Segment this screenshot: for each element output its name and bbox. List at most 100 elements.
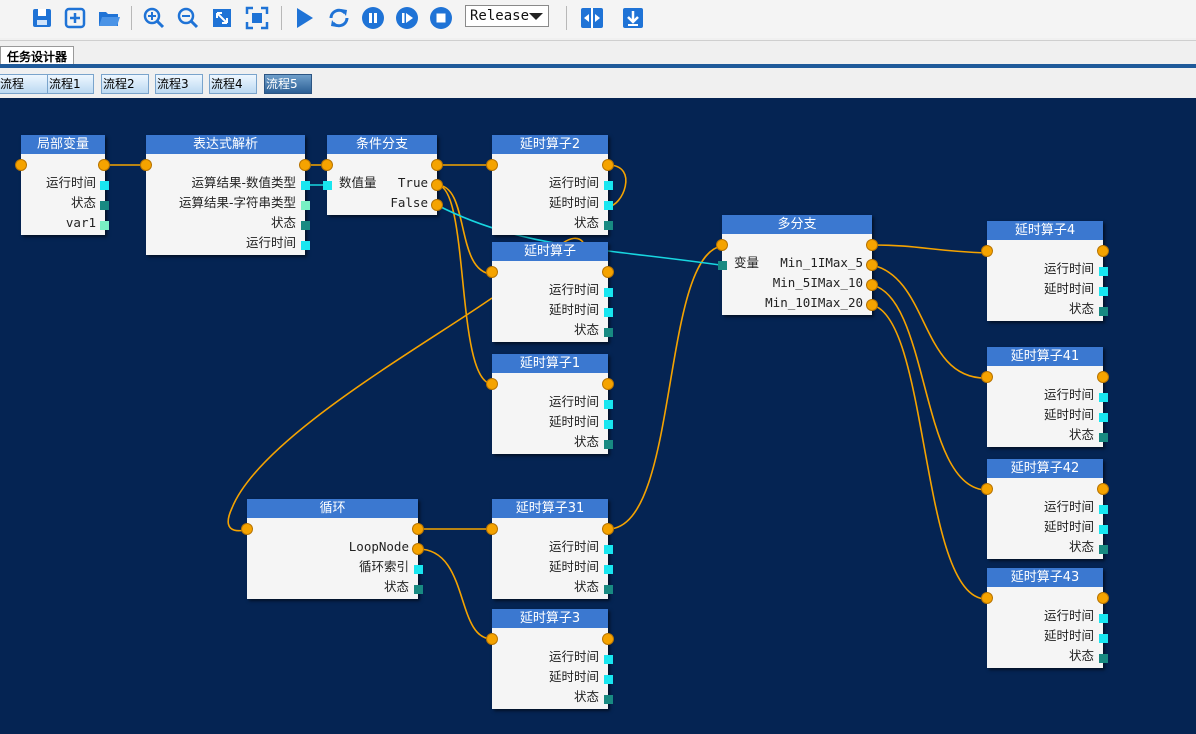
data-port[interactable] [301,201,310,210]
data-port[interactable] [100,221,109,230]
refresh-icon[interactable] [326,5,352,31]
data-port[interactable] [1099,545,1108,554]
data-port[interactable] [323,181,332,190]
tab-flow-4[interactable]: 流程4 [209,74,257,94]
connector-port[interactable] [867,240,877,250]
connector-port[interactable] [717,240,727,250]
connector-port[interactable] [16,160,26,170]
data-port[interactable] [1099,307,1108,316]
data-port[interactable] [604,565,613,574]
tab-task-designer[interactable]: 任务设计器 [0,46,75,67]
mode-select[interactable]: Release [465,5,549,27]
connector-port[interactable] [982,246,992,256]
connector-port[interactable] [487,524,497,534]
connector-port[interactable] [432,180,442,190]
tab-flow-1[interactable]: 流程1 [47,74,94,94]
node-delay-43[interactable]: 延时算子43 运行时间 延时时间 状态 [987,568,1103,668]
save-icon[interactable] [29,5,55,31]
pause-icon[interactable] [360,5,386,31]
connector-port[interactable] [603,524,613,534]
connector-port[interactable] [432,200,442,210]
add-icon[interactable] [62,5,88,31]
connector-port[interactable] [413,544,423,554]
node-delay[interactable]: 延时算子 运行时间 延时时间 状态 [492,242,608,342]
fit-icon[interactable] [209,5,235,31]
connector-port[interactable] [982,484,992,494]
stop-icon[interactable] [428,5,454,31]
data-port[interactable] [604,201,613,210]
connector-port[interactable] [322,160,332,170]
connector-port[interactable] [141,160,151,170]
node-delay-2[interactable]: 延时算子2 运行时间 延时时间 状态 [492,135,608,235]
tab-flow[interactable]: 流程 [0,74,50,94]
data-port[interactable] [604,288,613,297]
flow-canvas[interactable]: 局部变量 运行时间 状态 var1 表达式解析 运算结果-数值类型 运算结果-字… [0,98,1196,734]
data-port[interactable] [1099,614,1108,623]
download-icon[interactable] [620,5,646,31]
tab-flow-2[interactable]: 流程2 [101,74,149,94]
data-port[interactable] [604,221,613,230]
node-delay-31[interactable]: 延时算子31 运行时间 延时时间 状态 [492,499,608,599]
connector-port[interactable] [867,280,877,290]
connector-port[interactable] [487,267,497,277]
data-port[interactable] [604,695,613,704]
node-delay-42[interactable]: 延时算子42 运行时间 延时时间 状态 [987,459,1103,559]
data-port[interactable] [604,655,613,664]
connector-port[interactable] [603,379,613,389]
connector-port[interactable] [1098,593,1108,603]
data-port[interactable] [100,181,109,190]
connector-port[interactable] [300,160,310,170]
connector-port[interactable] [867,260,877,270]
data-port[interactable] [1099,267,1108,276]
data-port[interactable] [1099,287,1108,296]
zoom-out-icon[interactable] [175,5,201,31]
tab-flow-3[interactable]: 流程3 [155,74,203,94]
step-icon[interactable] [394,5,420,31]
data-port[interactable] [604,440,613,449]
connector-port[interactable] [487,379,497,389]
data-port[interactable] [604,181,613,190]
connector-port[interactable] [867,300,877,310]
connector-port[interactable] [242,524,252,534]
data-port[interactable] [718,261,727,270]
connector-port[interactable] [413,524,423,534]
data-port[interactable] [604,545,613,554]
connector-port[interactable] [99,160,109,170]
data-port[interactable] [604,675,613,684]
data-port[interactable] [604,420,613,429]
data-port[interactable] [1099,654,1108,663]
data-port[interactable] [604,308,613,317]
data-port[interactable] [1099,433,1108,442]
node-delay-41[interactable]: 延时算子41 运行时间 延时时间 状态 [987,347,1103,447]
data-port[interactable] [1099,525,1108,534]
data-port[interactable] [1099,505,1108,514]
data-port[interactable] [1099,413,1108,422]
connector-port[interactable] [1098,484,1108,494]
connector-port[interactable] [487,634,497,644]
data-port[interactable] [414,565,423,574]
data-port[interactable] [1099,634,1108,643]
connector-port[interactable] [487,160,497,170]
tab-flow-5[interactable]: 流程5 [264,74,312,94]
connector-port[interactable] [982,593,992,603]
data-port[interactable] [414,585,423,594]
play-icon[interactable] [291,5,317,31]
node-condition-branch[interactable]: 条件分支 数值量 True False [327,135,437,215]
node-loop[interactable]: 循环 LoopNode 循环索引 状态 [247,499,418,599]
zoom-in-icon[interactable] [141,5,167,31]
node-multi-branch[interactable]: 多分支 变量 Min_1IMax_5 Min_5IMax_10 Min_10IM… [722,215,872,315]
data-port[interactable] [301,181,310,190]
connector-port[interactable] [1098,372,1108,382]
data-port[interactable] [301,221,310,230]
data-port[interactable] [604,585,613,594]
data-port[interactable] [604,400,613,409]
data-port[interactable] [301,241,310,250]
connector-port[interactable] [603,634,613,644]
node-delay-1[interactable]: 延时算子1 运行时间 延时时间 状态 [492,354,608,454]
open-folder-icon[interactable] [96,5,122,31]
connector-port[interactable] [982,372,992,382]
node-delay-4[interactable]: 延时算子4 运行时间 延时时间 状态 [987,221,1103,321]
split-icon[interactable] [579,5,605,31]
node-local-var[interactable]: 局部变量 运行时间 状态 var1 [21,135,105,235]
connector-port[interactable] [1098,246,1108,256]
